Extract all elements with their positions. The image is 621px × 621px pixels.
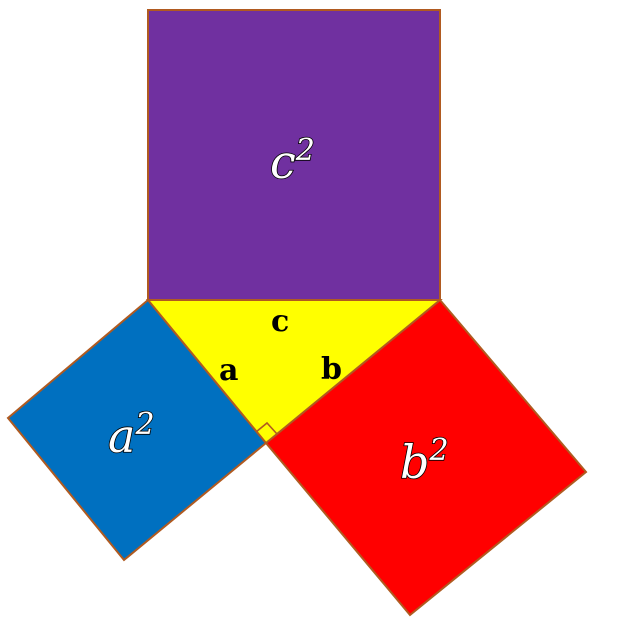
label-a-exponent: 2: [134, 407, 154, 442]
label-b-exponent: 2: [428, 433, 448, 468]
label-c-exponent: 2: [295, 133, 315, 168]
side-label-a: a: [219, 353, 238, 388]
side-label-b: b: [321, 352, 342, 387]
right-triangle: [145, 299, 443, 445]
side-label-c: c: [271, 304, 289, 339]
label-b-base: b: [400, 435, 429, 489]
right-angle-marker: [255, 421, 278, 435]
label-b-squared: b2: [400, 433, 449, 489]
label-a-squared: a2: [108, 407, 155, 463]
label-c-base: c: [270, 135, 296, 189]
label-c-squared: c2: [270, 133, 315, 189]
label-a-base: a: [108, 409, 135, 463]
